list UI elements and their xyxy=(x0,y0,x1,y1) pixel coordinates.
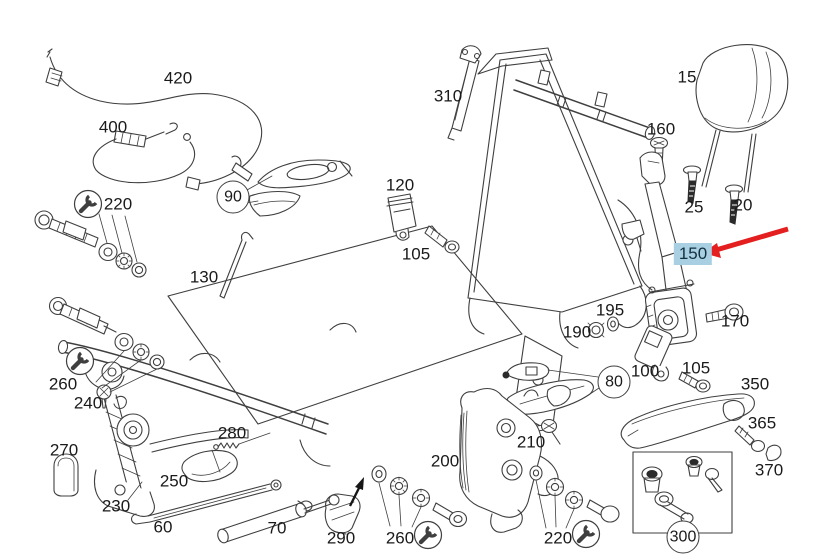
part-label-420[interactable]: 420 xyxy=(163,68,193,88)
part-label-60[interactable]: 60 xyxy=(153,517,173,537)
part-label-240[interactable]: 240 xyxy=(73,393,103,413)
part-label-160[interactable]: 160 xyxy=(646,119,676,139)
strut-310-drawing xyxy=(447,45,482,141)
nut-190-drawing xyxy=(587,321,605,339)
bolt-set-220-drawing xyxy=(34,210,147,278)
part-label-280[interactable]: 280 xyxy=(217,423,247,443)
bolt-170-drawing xyxy=(705,303,744,323)
part-label-190[interactable]: 190 xyxy=(562,322,592,342)
hardware-box-300-drawing xyxy=(632,451,733,534)
bolt-365-drawing xyxy=(734,425,766,453)
part-label-220[interactable]: 220 xyxy=(103,194,133,214)
trim-250-drawing xyxy=(181,449,238,483)
buckle-120-drawing xyxy=(386,193,417,241)
bolt-set-260a-drawing xyxy=(48,296,165,393)
part-label-105[interactable]: 105 xyxy=(681,358,711,378)
washer-set-220b-drawing xyxy=(529,465,620,529)
part-label-300[interactable]: 300 xyxy=(666,520,700,554)
part-label-15[interactable]: 15 xyxy=(677,67,697,87)
part-label-200[interactable]: 200 xyxy=(430,451,460,471)
buckle-100-drawing xyxy=(634,325,673,382)
part-label-290[interactable]: 290 xyxy=(326,528,356,548)
wrench-icon xyxy=(415,522,442,549)
part-label-150[interactable]: 150 xyxy=(673,243,713,265)
part-label-260[interactable]: 260 xyxy=(48,374,78,394)
motor-290-drawing xyxy=(297,477,364,535)
part-label-270[interactable]: 270 xyxy=(49,440,79,460)
part-label-120[interactable]: 120 xyxy=(385,175,415,195)
cable-400-drawing xyxy=(92,122,196,184)
cable-420-drawing xyxy=(45,48,263,191)
rod-60-drawing xyxy=(130,479,282,525)
headrest-15-drawing xyxy=(695,44,789,193)
part-label-170[interactable]: 170 xyxy=(720,311,750,331)
part-label-230[interactable]: 230 xyxy=(101,496,131,516)
washer-set-260b-drawing xyxy=(371,465,468,528)
part-label-105[interactable]: 105 xyxy=(401,244,431,264)
wrench-icon xyxy=(67,348,94,375)
part-label-100[interactable]: 100 xyxy=(630,361,660,381)
bolt-105b-drawing xyxy=(678,371,711,393)
red-arrow xyxy=(703,226,789,258)
part-label-25[interactable]: 25 xyxy=(684,197,704,217)
bolt-105a-drawing xyxy=(424,225,460,254)
part-label-370[interactable]: 370 xyxy=(754,460,784,480)
wrench-icon xyxy=(75,191,102,218)
part-label-210[interactable]: 210 xyxy=(516,432,546,452)
wrench-icon xyxy=(573,521,600,548)
backrest-frame-drawing xyxy=(467,47,656,349)
part-label-130[interactable]: 130 xyxy=(189,267,219,287)
headrest-guide-20-drawing xyxy=(724,184,744,225)
gas-spring-70-drawing xyxy=(217,494,340,544)
part-label-250[interactable]: 250 xyxy=(159,471,189,491)
part-label-80[interactable]: 80 xyxy=(597,365,631,399)
part-label-20[interactable]: 20 xyxy=(733,195,753,215)
plate-200-drawing xyxy=(459,387,559,533)
lever-80-drawing xyxy=(502,362,600,415)
rod-130-drawing xyxy=(219,231,254,299)
cap-270-drawing xyxy=(53,453,79,497)
armrest-350-drawing xyxy=(620,393,755,449)
part-label-220[interactable]: 220 xyxy=(543,528,573,548)
part-label-350[interactable]: 350 xyxy=(740,374,770,394)
part-label-70[interactable]: 70 xyxy=(267,518,287,538)
recliner-230-drawing xyxy=(93,394,249,517)
washer-195-drawing xyxy=(606,316,620,332)
part-label-260[interactable]: 260 xyxy=(385,528,415,548)
clip-370-drawing xyxy=(765,444,782,462)
part-label-310[interactable]: 310 xyxy=(433,86,463,106)
part-label-195[interactable]: 195 xyxy=(595,300,625,320)
screw-240-drawing xyxy=(96,384,127,410)
part-label-90[interactable]: 90 xyxy=(216,180,250,214)
lever-90-drawing xyxy=(231,155,353,217)
spring-280-drawing xyxy=(213,432,271,450)
part-label-400[interactable]: 400 xyxy=(98,117,128,137)
part-label-365[interactable]: 365 xyxy=(747,413,777,433)
headrest-guide-25-drawing xyxy=(682,165,702,204)
